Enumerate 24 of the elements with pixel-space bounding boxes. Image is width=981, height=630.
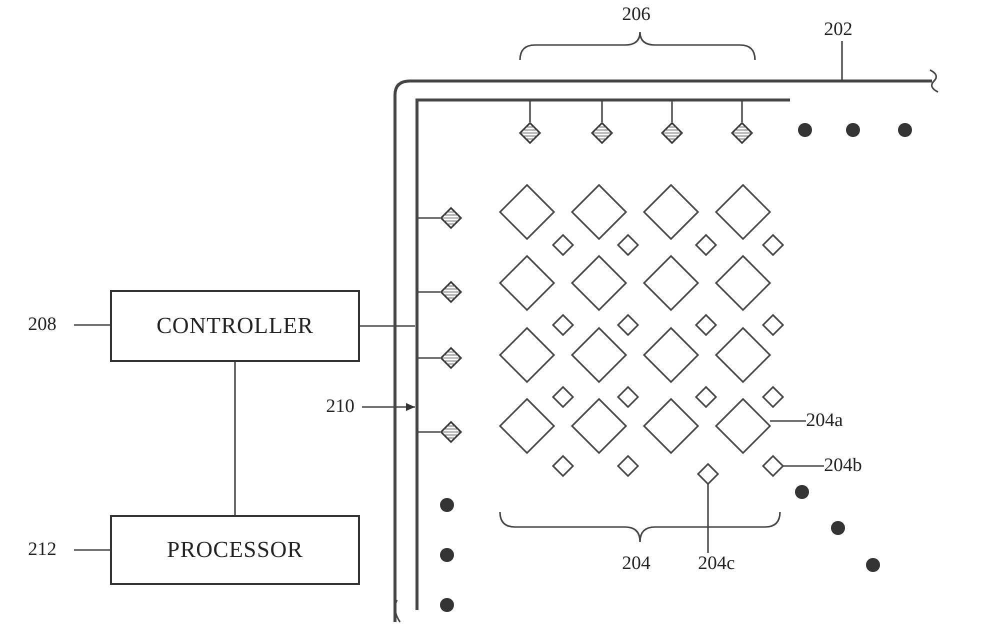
arrow (362, 403, 415, 411)
leader-line (707, 484, 709, 553)
reference-numeral: 210 (326, 396, 354, 418)
electrode-diamond (714, 398, 772, 454)
electrode-diamond (696, 462, 720, 486)
reference-numeral: 204a (806, 410, 843, 432)
reference-numeral: 208 (28, 314, 56, 336)
reference-numeral: 202 (824, 19, 852, 41)
reference-numeral: 212 (28, 539, 56, 561)
leader-line (783, 465, 824, 467)
connection-line (360, 325, 415, 327)
reference-numeral: 204 (622, 553, 650, 575)
processor-box: PROCESSOR (110, 515, 360, 585)
connection-line (234, 362, 236, 515)
reference-numeral: 204c (698, 553, 735, 575)
leader-line (770, 420, 806, 422)
reference-numeral: 206 (622, 4, 650, 26)
electrode-diamond (762, 454, 784, 478)
leader-line (74, 324, 110, 326)
leader-line (841, 41, 843, 81)
bus-line (416, 98, 420, 610)
reference-numeral: 204b (824, 455, 862, 477)
controller-box: CONTROLLER (110, 290, 360, 362)
leader-line (74, 549, 110, 551)
